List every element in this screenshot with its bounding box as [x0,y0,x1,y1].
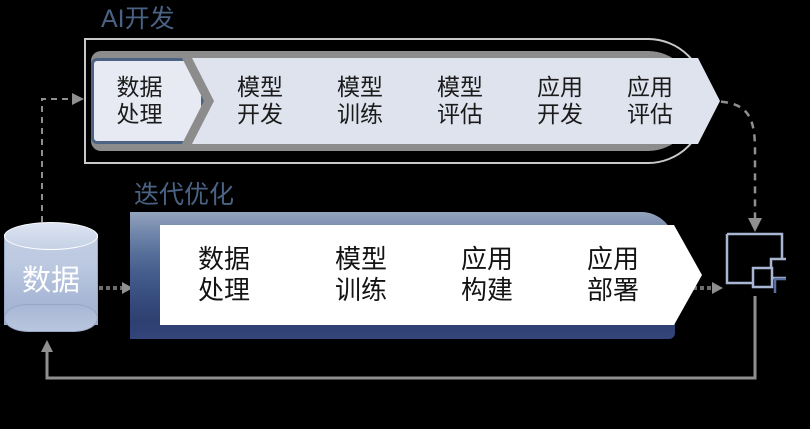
iteration-step-4-line1: 应用 [586,244,639,274]
database-top-cap [4,222,98,250]
iteration-step-3-line1: 应用 [460,244,513,274]
ai-development-title: AI开发 [101,5,175,33]
iteration-step-1-line1: 数据 [197,244,250,274]
ai-step-6[interactable]: 应用 评估 [584,58,720,144]
ai-step-3-line1: 模型 [337,74,383,100]
ai-step-1[interactable]: 数据 处理 [91,58,204,144]
iteration-step-3-line2: 构建 [460,275,513,305]
connector-data-to-ai-pipeline [41,93,84,222]
ai-step-4-line2: 评估 [437,101,483,127]
ai-step-5-line1: 应用 [537,74,583,100]
iteration-step-4[interactable]: 应用 部署 [528,225,702,325]
iteration-optimization-title: 迭代优化 [134,181,235,209]
connector-application-feedback-to-data [41,296,757,380]
connector-iteration-pipeline-to-application [679,282,723,294]
ai-step-4-line1: 模型 [437,74,483,100]
ai-step-1-line2: 处理 [116,101,163,127]
connector-ai-pipeline-to-application [707,99,762,232]
connector-data-to-iteration-pipeline [99,282,133,294]
app-module-square-bottom [773,277,786,293]
ai-step-3-line2: 训练 [337,101,383,127]
iteration-step-2-line1: 模型 [334,244,387,274]
ai-step-2-line2: 开发 [237,101,283,127]
ai-step-2-line1: 模型 [237,74,283,100]
database-bottom-cap [4,304,98,332]
app-module-square-middle [751,266,774,289]
database-cylinder-icon[interactable]: 数据 [4,222,98,337]
iteration-step-2-line2: 训练 [334,275,387,305]
iteration-step-1[interactable]: 数据 处理 [160,225,310,325]
iteration-step-4-line2: 部署 [586,275,639,305]
database-label: 数据 [21,265,80,297]
ai-step-5-line2: 开发 [537,101,583,127]
iteration-step-1-line2: 处理 [197,275,250,305]
ai-step-1-line1: 数据 [116,74,163,100]
ai-step-6-line2: 评估 [627,101,673,127]
application-window-icon[interactable] [724,231,786,293]
ai-step-6-line1: 应用 [627,74,673,100]
